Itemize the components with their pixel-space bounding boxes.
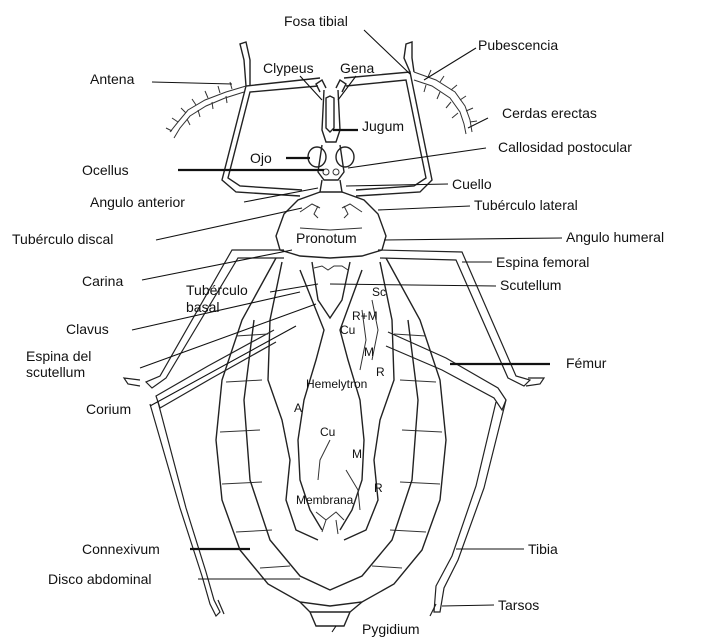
label-jugum: Jugum bbox=[362, 118, 404, 134]
label-tuberculo-discal: Tubérculo discal bbox=[12, 231, 113, 247]
vein-label-r-lower: R bbox=[374, 481, 383, 495]
leader-pubescencia bbox=[424, 48, 476, 80]
label-angulo-anterior: Angulo anterior bbox=[90, 194, 185, 210]
vein-label-a: A bbox=[294, 401, 302, 415]
vein-label-r-m: R+M bbox=[352, 309, 378, 323]
label-hemelytron: Hemelytron bbox=[306, 377, 367, 391]
leader-antena bbox=[152, 82, 232, 84]
labels: Fosa tibial Pubescencia Clypeus Gena Ant… bbox=[12, 13, 664, 637]
label-espina-scutellum-line2: scutellum bbox=[26, 364, 85, 380]
label-gena: Gena bbox=[340, 60, 374, 76]
leader-pygidium bbox=[332, 626, 336, 632]
pronotum-plate bbox=[276, 192, 386, 258]
label-clavus: Clavus bbox=[66, 321, 109, 337]
leader-callosidad bbox=[348, 148, 486, 168]
label-pronotum: Pronotum bbox=[296, 230, 357, 246]
label-clypeus: Clypeus bbox=[263, 60, 314, 76]
leader-tarsos bbox=[442, 605, 494, 606]
vein-label-sc: Sc bbox=[372, 285, 386, 299]
label-disco-abdominal: Disco abdominal bbox=[48, 571, 152, 587]
label-femur: Fémur bbox=[566, 355, 607, 371]
label-angulo-humeral: Angulo humeral bbox=[566, 229, 664, 245]
label-pubescencia: Pubescencia bbox=[478, 37, 558, 53]
label-tuberculo-lateral: Tubérculo lateral bbox=[474, 197, 578, 213]
leader-tuberculo-lateral bbox=[378, 206, 470, 210]
label-scutellum: Scutellum bbox=[500, 277, 561, 293]
label-antena: Antena bbox=[90, 71, 135, 87]
label-ocellus: Ocellus bbox=[82, 162, 129, 178]
label-callosidad-postocular: Callosidad postocular bbox=[498, 139, 632, 155]
label-espina-scutellum-line1: Espina del bbox=[26, 348, 91, 364]
label-ojo: Ojo bbox=[250, 150, 272, 166]
vein-label-cu-lower: Cu bbox=[320, 425, 335, 439]
leader-scutellum bbox=[330, 284, 496, 286]
label-tuberculo-basal-line1: Tubérculo bbox=[186, 282, 248, 298]
vein-label-r-upper: R bbox=[376, 365, 385, 379]
label-pygidium: Pygidium bbox=[362, 621, 420, 637]
label-cerdas-erectas: Cerdas erectas bbox=[502, 105, 597, 121]
label-espina-femoral: Espina femoral bbox=[496, 254, 589, 270]
label-tibia: Tibia bbox=[528, 541, 558, 557]
label-membrana: Membrana bbox=[296, 493, 354, 507]
label-connexivum: Connexivum bbox=[82, 541, 160, 557]
label-corium: Corium bbox=[86, 401, 131, 417]
leader-cuello bbox=[346, 184, 448, 186]
abdomen bbox=[216, 258, 446, 626]
leader-espina-scutellum bbox=[140, 304, 316, 368]
leader-gena bbox=[338, 76, 356, 100]
vein-label-m-upper: M bbox=[364, 345, 374, 359]
leader-angulo-humeral bbox=[384, 238, 562, 240]
head bbox=[308, 80, 354, 192]
label-carina: Carina bbox=[82, 273, 123, 289]
label-fosa-tibial: Fosa tibial bbox=[284, 13, 348, 29]
leader-angulo-anterior bbox=[244, 188, 318, 202]
label-tuberculo-basal-line2: basal bbox=[186, 299, 219, 315]
label-tarsos: Tarsos bbox=[498, 597, 539, 613]
label-cuello: Cuello bbox=[452, 176, 492, 192]
vein-label-cu-upper: Cu bbox=[340, 323, 355, 337]
vein-label-m-lower: M bbox=[352, 447, 362, 461]
